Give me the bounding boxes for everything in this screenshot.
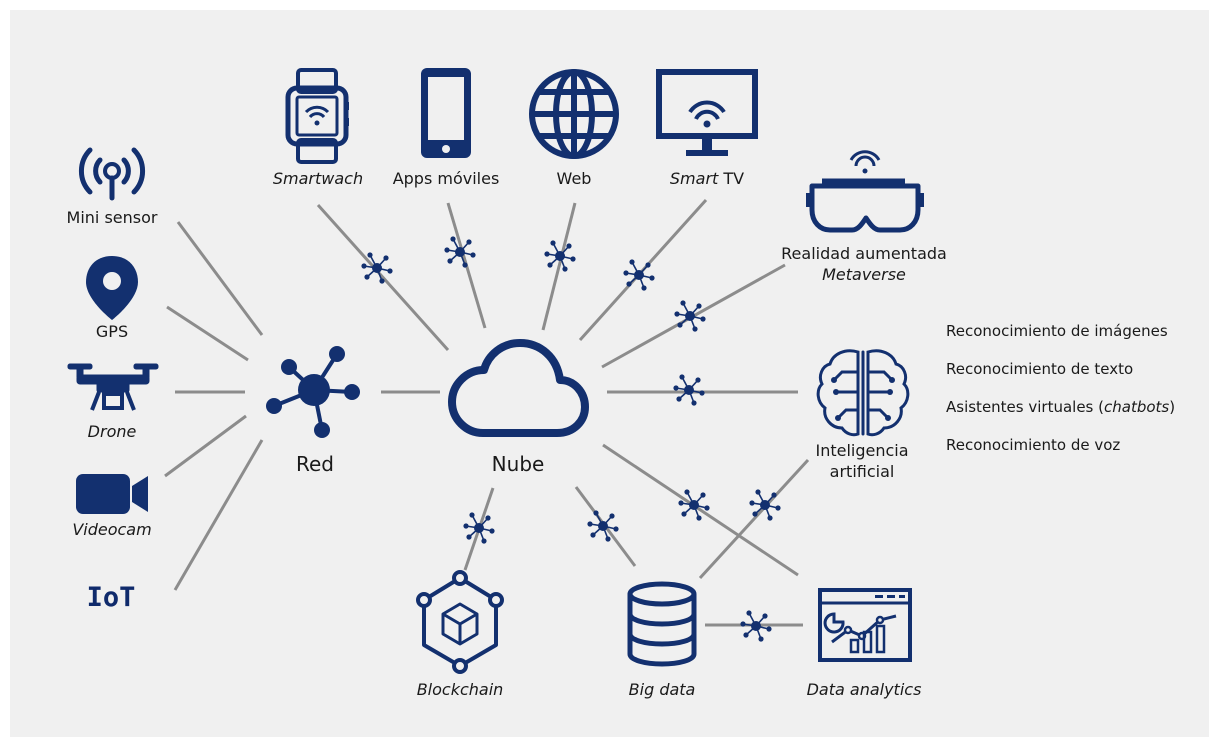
ai-app-item: Asistentes virtuales (chatbots) [946,398,1175,436]
drone-label: Drone [87,422,137,441]
smart-tv-label-em: Smart [669,169,719,188]
vr-label-line2: Metaverse [822,265,906,284]
smartphone-icon [421,68,471,158]
ai-app-item: Reconocimiento de voz [946,436,1121,454]
ai-app-item: Reconocimiento de texto [946,360,1134,378]
monitor-icon [656,69,758,156]
blockchain-label: Blockchain [416,680,504,699]
antenna-icon [78,147,146,201]
ai-app-item-text: Asistentes virtuales ( [946,398,1104,416]
smartwatch-icon [285,68,349,164]
ai-app-item-tail: ) [1169,398,1176,416]
mini-sensor-label: Mini sensor [66,208,158,227]
cloud-icon [448,339,589,437]
apps-label: Apps móviles [392,169,500,188]
blockchain-cube-icon [416,570,504,674]
data-analytics-label: Data analytics [806,680,922,699]
ai-app-item-em: chatbots [1104,398,1170,416]
database-icon [627,581,697,667]
ai-app-item: Reconocimiento de imágenes [946,322,1168,340]
big-data-label: Big data [628,680,696,699]
ai-applications-list: Reconocimiento de imágenes Reconocimient… [946,322,1175,474]
web-label: Web [556,169,592,188]
smartwatch-label: Smartwach [272,169,364,188]
ai-label-line1: Inteligencia [815,441,909,460]
brain-circuit-icon [816,349,910,437]
red-label: Red [296,452,334,476]
gps-label: GPS [95,322,129,341]
location-pin-icon [86,256,138,320]
globe-icon [529,69,619,159]
connection-lines [164,198,810,627]
vr-label-line1: Realidad aumentada [781,244,947,263]
smart-tv-label-rest: TV [718,169,745,188]
analytics-dashboard-icon [818,588,912,662]
videocam-icon [76,474,148,514]
smart-tv-label: Smart TV [670,169,744,188]
network-node-icon [266,346,360,438]
nube-label: Nube [491,452,545,476]
network-hub-icon [360,235,782,643]
drone-icon [67,363,159,411]
vr-headset-icon [806,150,924,233]
ai-label-line2: artificial [829,462,895,481]
iot-label: IoT [86,582,136,613]
videocam-label: Videocam [72,520,152,539]
